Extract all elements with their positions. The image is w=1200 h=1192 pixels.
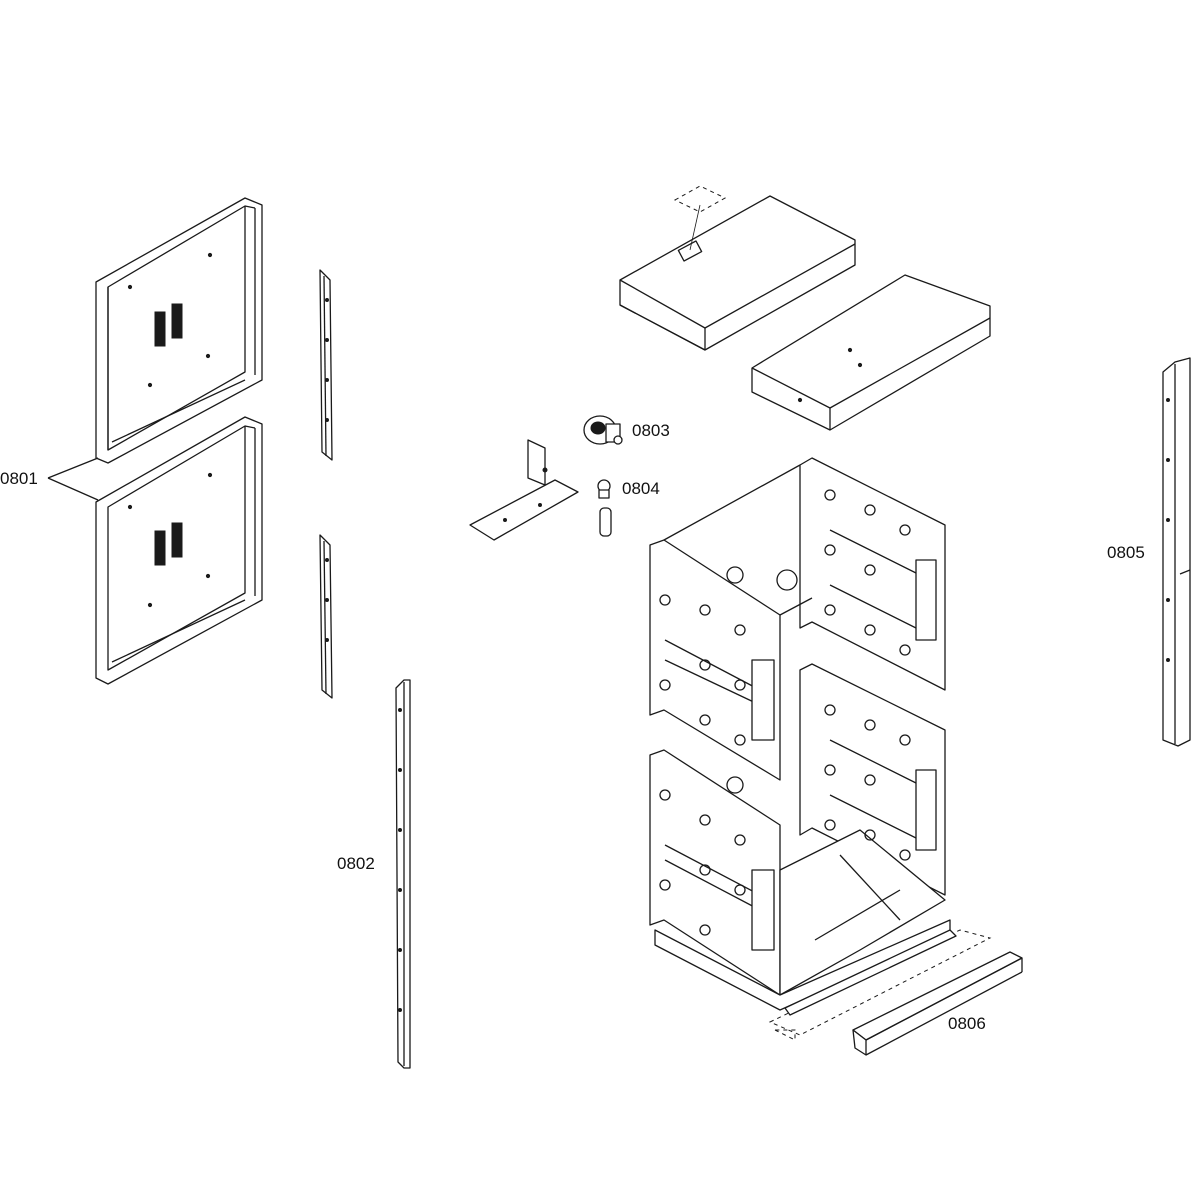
label-0803: 0803 [632, 421, 670, 440]
bottom-front-trim[interactable] [768, 929, 1023, 1056]
label-0806: 0806 [948, 1014, 986, 1033]
label-0804: 0804 [622, 479, 660, 498]
leader-0801-lower [47, 477, 99, 501]
trim-strip-upper[interactable] [319, 269, 333, 461]
mounting-bracket[interactable] [469, 439, 579, 541]
label-0802: 0802 [337, 854, 375, 873]
side-panel-lower[interactable] [95, 416, 263, 685]
label-0801: 0801 [0, 469, 38, 488]
top-cover-rear[interactable] [619, 185, 856, 351]
trim-strip-lower[interactable] [319, 534, 333, 699]
oven-cavity-frame[interactable] [649, 457, 951, 1011]
fan-motor[interactable] [583, 415, 623, 445]
top-cover-front[interactable] [751, 274, 991, 431]
cavity-emboss-details [659, 489, 937, 951]
lamp-holder[interactable] [597, 479, 612, 537]
vent-grille-lower [154, 522, 183, 566]
vertical-rail-left[interactable] [395, 679, 411, 1069]
vertical-rail-right[interactable] [1162, 357, 1191, 747]
leader-0801-upper [47, 457, 99, 479]
side-panel-upper[interactable] [95, 197, 263, 464]
label-0805: 0805 [1107, 543, 1145, 562]
vent-grille-upper [154, 303, 183, 347]
